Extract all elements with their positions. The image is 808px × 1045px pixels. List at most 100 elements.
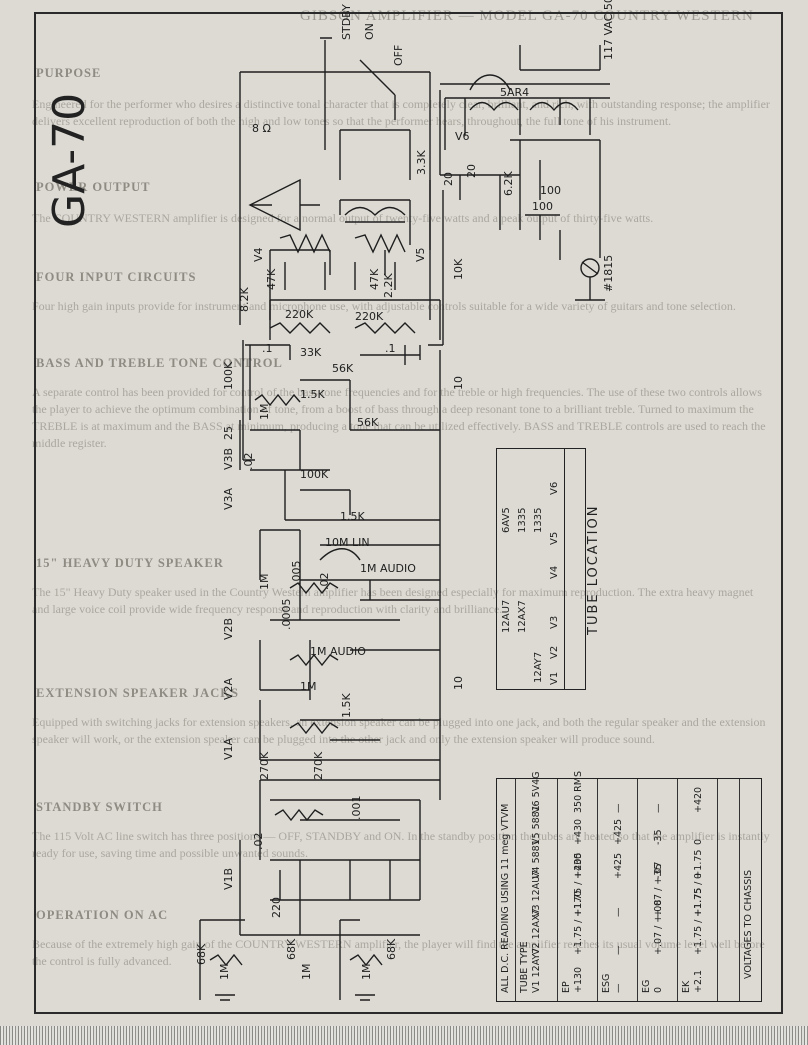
table-column	[677, 779, 718, 1001]
table-title: VOLTAGES TO CHASSIS	[743, 869, 754, 979]
table-cell: -35	[653, 829, 664, 845]
label-r82k: 8.2K	[238, 287, 251, 312]
tube-type: 1335	[533, 507, 544, 533]
label-r100k2: 100K	[300, 468, 329, 481]
table-cell: -35	[653, 863, 664, 879]
label-rectifier: 5AR4	[500, 86, 529, 99]
table-header: TUBE TYPE	[519, 941, 530, 993]
table-column	[557, 779, 598, 1001]
label-r1m: 1M	[258, 404, 271, 421]
label-c02b: .02	[318, 573, 331, 591]
label-r62k: 6.2K	[502, 171, 515, 196]
label-c001: .001	[350, 796, 363, 821]
label-r56k: 56K	[332, 362, 354, 375]
label-r22k: 2.2K	[382, 273, 395, 298]
tube-location-box: 6AV5 1335 1335 12AU7 12AX7 12AY7 V6 V5 V…	[496, 448, 565, 690]
label-speaker: 8 Ω	[252, 122, 271, 135]
tube-type: 12AX7	[517, 600, 528, 633]
label-c-pf: .1	[262, 342, 273, 355]
label-c005: .005	[290, 561, 303, 586]
label-r33k: 33K	[300, 346, 322, 359]
label-r1m4: 1M	[218, 964, 231, 981]
label-r220k: 220K	[285, 308, 314, 321]
label-c0005: .0005	[280, 599, 293, 631]
section-text: Because of the extremely high gain of th…	[32, 937, 765, 968]
section-heading: STANDBY SWITCH	[36, 800, 163, 814]
label-v4: V4	[252, 247, 265, 262]
label-v1a: V1A	[222, 737, 235, 760]
label-r47k: 47K	[265, 268, 278, 290]
label-c-pf2: .1	[385, 342, 396, 355]
label-r270k2: 270K	[312, 751, 325, 780]
label-r100a: 100	[532, 200, 553, 213]
table-column	[717, 779, 740, 1001]
label-c10: 10	[452, 376, 465, 390]
section-heading: EXTENSION SPEAKER JACKS	[36, 686, 239, 700]
label-r1m-audio2: 1M AUDIO	[310, 645, 366, 658]
section-heading: PURPOSE	[36, 66, 102, 80]
table-header: EP	[561, 981, 572, 993]
table-footer: ALL D.C. READING USING 11 meg VTVM	[500, 803, 511, 993]
tube-type: 1335	[517, 507, 528, 533]
label-r1m2: 1M	[258, 574, 271, 591]
table-cell: —	[613, 945, 624, 956]
table-footer-column	[497, 779, 516, 1001]
label-off: OFF	[392, 45, 405, 66]
label-r270k: 270K	[258, 751, 271, 780]
tube-ref: V5	[549, 531, 560, 545]
tube-type: 12AU7	[501, 599, 512, 633]
tube-ref: V4	[549, 565, 560, 579]
section-heading: BASS AND TREBLE TONE CONTROL	[36, 356, 283, 370]
table-cell: 350 RMS	[573, 771, 584, 813]
table-header: EK	[681, 980, 692, 993]
scan-edge-strip	[0, 1026, 808, 1045]
label-c20a: 20	[442, 172, 455, 186]
label-r3k3: 3.3K	[415, 150, 428, 175]
label-r56k2: 56K	[357, 416, 379, 429]
table-cell: 0	[693, 872, 704, 879]
table-column	[637, 779, 678, 1001]
label-r15k: 1.5K	[300, 388, 325, 401]
label-r68k3: 68K	[385, 938, 398, 960]
table-cell: +2.1	[693, 969, 704, 993]
label-r1k5: 1.5K	[340, 693, 353, 718]
label-r1m5: 1M	[360, 964, 373, 981]
table-cell: +130	[573, 966, 584, 993]
section-text: Equipped with switching jacks for extens…	[32, 715, 766, 746]
tube-ref: V1	[549, 671, 560, 685]
table-cell: +1.75 / +1.75	[693, 849, 704, 917]
table-header: EG	[641, 979, 652, 993]
table-cell: —	[653, 803, 664, 814]
table-header: ESG	[601, 973, 612, 993]
table-cell: —	[613, 907, 624, 918]
label-r10m-lin: 10M LIN	[325, 536, 370, 549]
section-text: Four high gain inputs provide for instru…	[32, 299, 736, 313]
label-r15k2: 1.5K	[340, 510, 365, 523]
section-heading: FOUR INPUT CIRCUITS	[36, 270, 197, 284]
section-heading: 15" HEAVY DUTY SPEAKER	[36, 556, 224, 570]
label-v2a: V2A	[222, 677, 235, 700]
voltage-table: ALL D.C. READING USING 11 meg VTVM VOLTA…	[496, 771, 762, 1002]
table-column	[597, 779, 638, 1001]
label-c20b: 20	[465, 164, 478, 178]
table-cell: +425	[613, 818, 624, 845]
section-text: Engineered for the performer who desires…	[32, 97, 770, 128]
label-c02c: .02	[252, 833, 265, 851]
label-r1m-audio: 1M AUDIO	[360, 562, 416, 575]
label-ac-line: 117 VAC 50-60 V	[602, 0, 615, 60]
label-r1m6: 1M	[300, 964, 313, 981]
label-bulb: #1815	[602, 255, 615, 292]
label-r68k: 68K	[195, 943, 208, 965]
tube-ref: V2	[549, 645, 560, 659]
tube-ref: V6	[549, 481, 560, 495]
table-cell: —	[613, 983, 624, 994]
table-cell: V4 5881	[531, 839, 542, 879]
section-text: The COUNTRY WESTERN amplifier is designe…	[32, 211, 654, 225]
table-cell: +420	[693, 786, 704, 813]
tube-type: 6AV5	[501, 507, 512, 533]
tube-type: 12AY7	[533, 651, 544, 683]
label-r100k: 100K	[222, 361, 235, 390]
section-heading: OPERATION ON AC	[36, 908, 169, 922]
